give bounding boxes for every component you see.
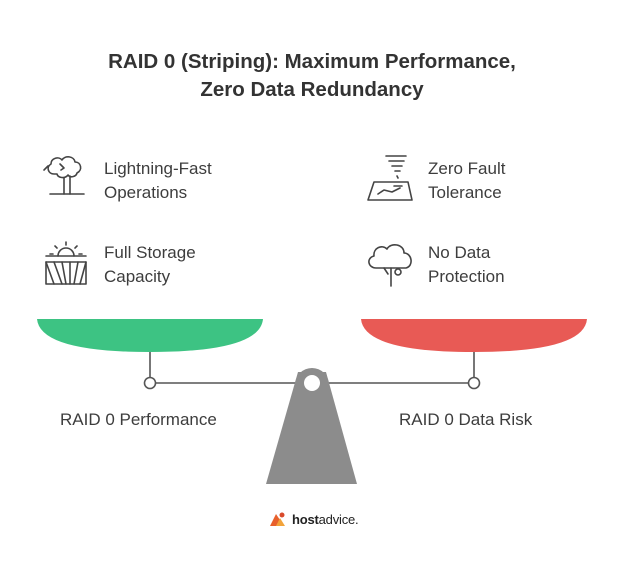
lightning-fast-operations: Lightning-Fast Operations	[104, 159, 212, 202]
zero-fault-tolerance: Zero Fault Tolerance	[428, 159, 506, 202]
page-title: RAID 0 (Striping): Maximum Performance, …	[0, 48, 624, 104]
title-line-2: Zero Data Redundancy	[200, 78, 424, 101]
fulcrum	[266, 372, 357, 484]
sunrise-field-icon	[40, 238, 92, 295]
right-joint	[467, 376, 481, 390]
hostadvice-logo: hostadvice.	[268, 510, 359, 528]
left-scale-label: RAID 0 Performance	[60, 410, 217, 429]
title-line-1: RAID 0 (Striping): Maximum Performance,	[108, 50, 516, 73]
hostadvice-mark-icon	[270, 512, 285, 526]
broken-cloud-icon	[364, 238, 416, 295]
tornado-map-icon	[364, 152, 416, 209]
hostadvice-wordmark: hostadvice.	[292, 511, 359, 527]
no-data-protection: No Data Protection	[428, 243, 505, 286]
storm-cloud-icon	[40, 152, 92, 209]
right-scale-label: RAID 0 Data Risk	[399, 410, 533, 429]
fulcrum-pivot	[304, 375, 320, 391]
left-joint	[143, 376, 157, 390]
left-pan	[37, 319, 263, 352]
right-pan	[361, 319, 587, 352]
full-storage-capacity: Full Storage Capacity	[104, 243, 196, 286]
